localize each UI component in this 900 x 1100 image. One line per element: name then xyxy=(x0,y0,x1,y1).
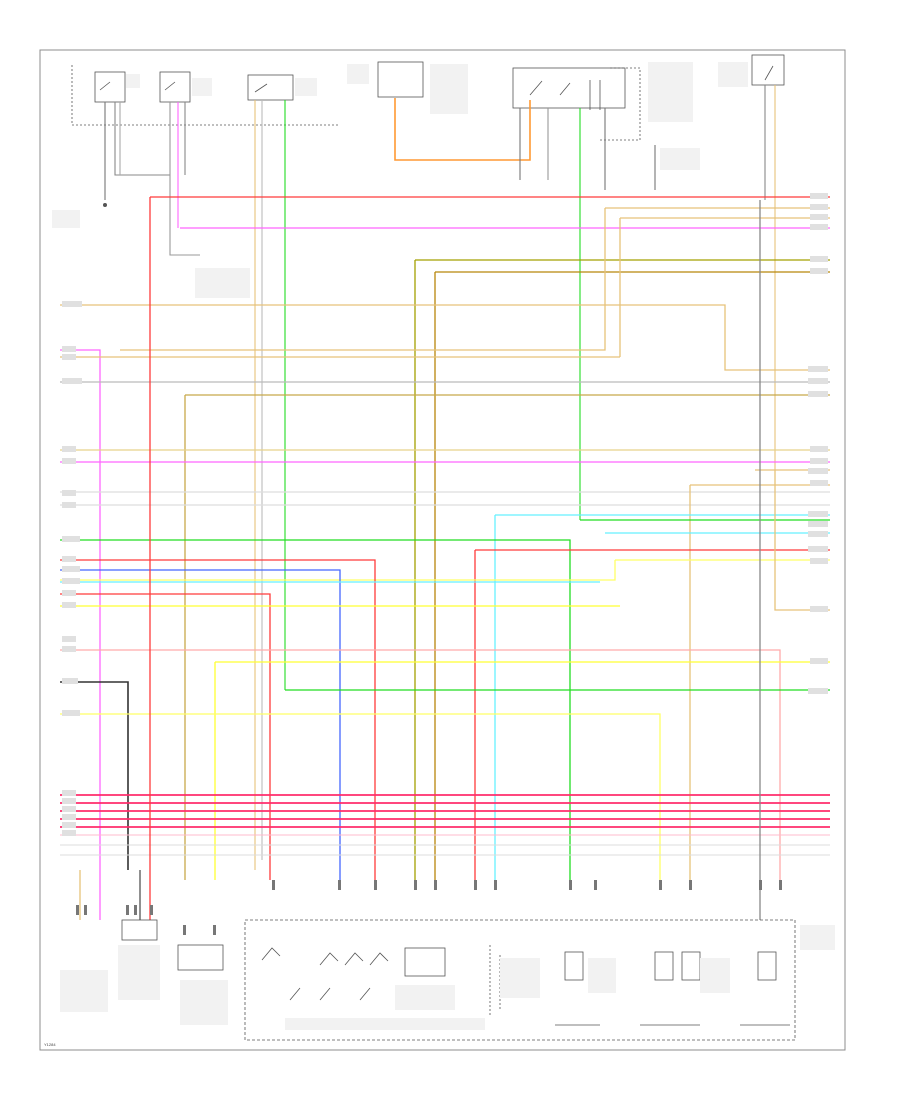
wire-green-1 xyxy=(60,539,571,880)
solenoid-b xyxy=(654,951,674,981)
top-labels xyxy=(52,62,748,298)
wire-red-3 xyxy=(60,559,376,880)
footer-code: Y1284 xyxy=(44,1042,56,1047)
transmission-assembly-box xyxy=(244,919,796,1041)
wire-black-1 xyxy=(60,681,129,870)
wire-blue-1 xyxy=(60,569,341,880)
relay-left xyxy=(121,919,158,941)
sensor-box-1 xyxy=(94,71,126,103)
ecm-connector-box xyxy=(377,61,424,98)
connector-pins xyxy=(76,880,782,935)
wire-bus xyxy=(60,196,830,920)
sensor-box-2 xyxy=(159,71,191,103)
wire-label-markers-left xyxy=(62,301,82,836)
solenoid-c xyxy=(681,951,701,981)
wire-label-markers-right xyxy=(808,193,828,694)
vss-box xyxy=(177,944,224,971)
solenoid-a xyxy=(564,951,584,981)
sensor-box-3 xyxy=(247,74,294,101)
relay-box xyxy=(512,67,626,109)
switch-box xyxy=(751,54,785,86)
bottom-components xyxy=(121,919,796,1041)
diagram-frame xyxy=(39,49,846,1051)
top-components xyxy=(71,54,785,141)
wire-red-4 xyxy=(60,593,271,880)
solenoid-d xyxy=(757,951,777,981)
pressure-switch-box xyxy=(404,947,446,977)
top-vertical-wires xyxy=(104,85,776,870)
bottom-labels xyxy=(60,925,835,1030)
wire-tan-long xyxy=(60,304,830,371)
